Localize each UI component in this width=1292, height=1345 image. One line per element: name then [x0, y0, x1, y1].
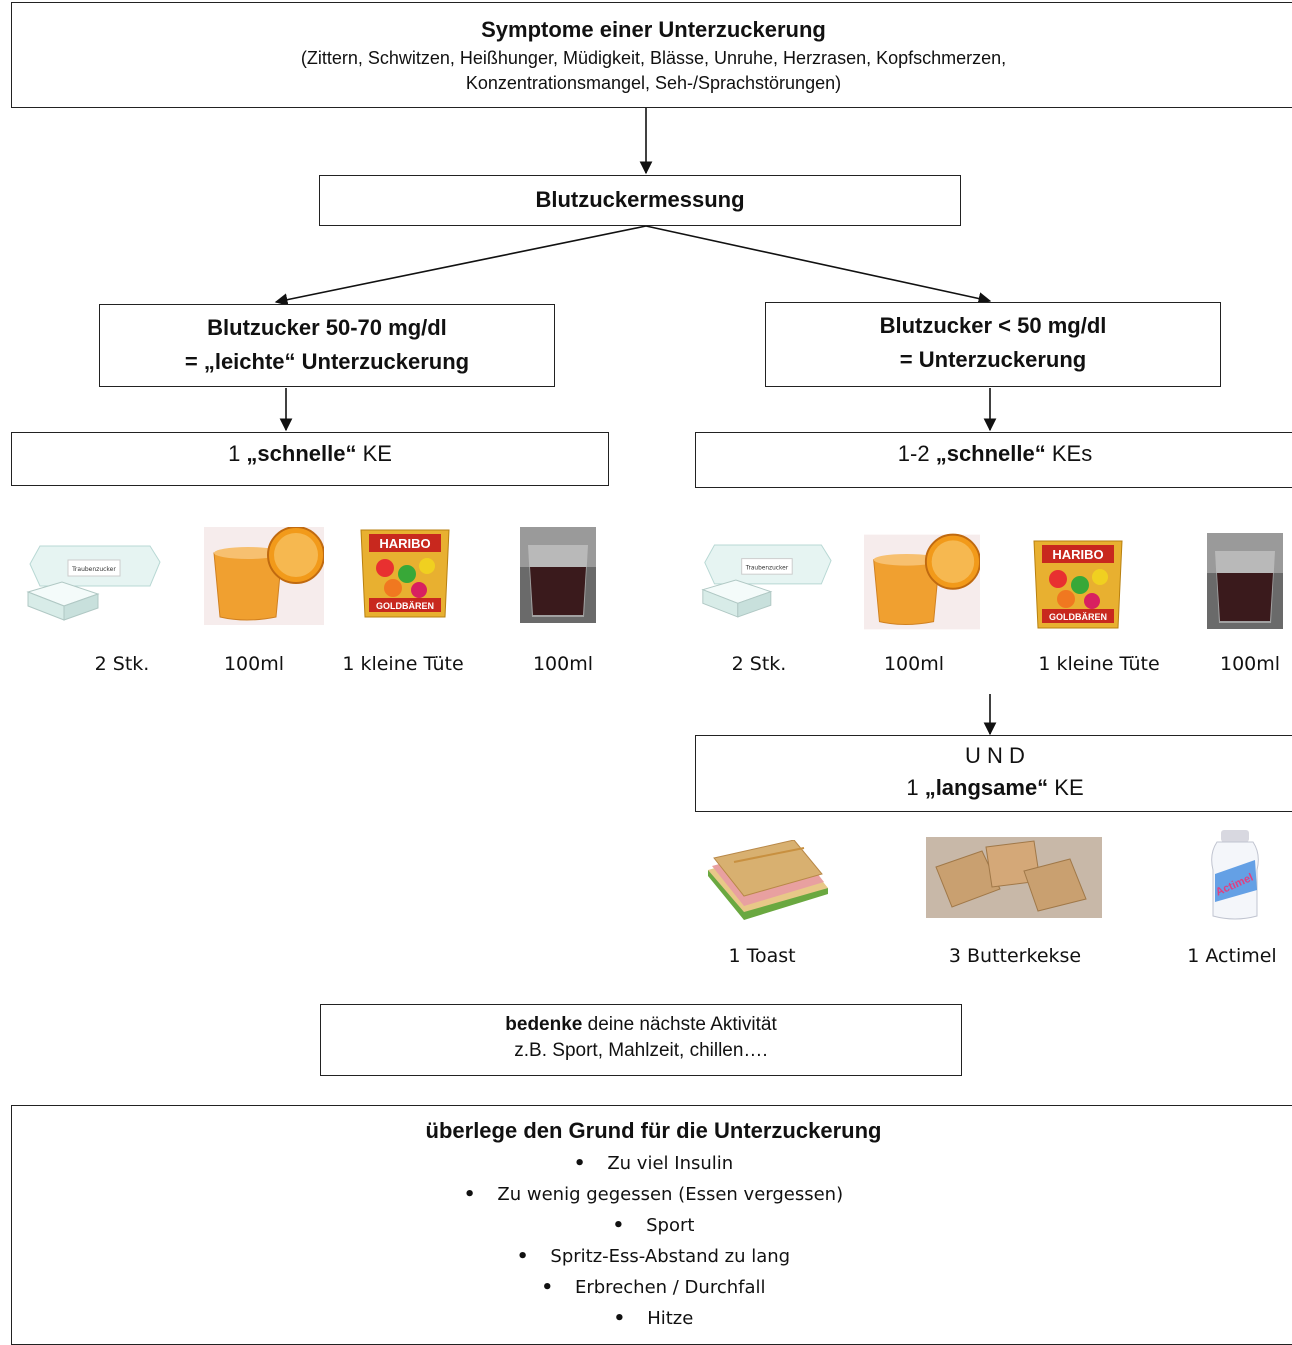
hypo-box: Blutzucker < 50 mg/dl = Unterzuckerung: [765, 302, 1221, 387]
svg-text:GOLDBÄREN: GOLDBÄREN: [376, 601, 434, 611]
reason-item: Sport: [12, 1210, 1292, 1241]
activity-box: bedenke deine nächste Aktivität z.B. Spo…: [320, 1004, 962, 1076]
svg-text:HARIBO: HARIBO: [379, 536, 430, 551]
measurement-box: Blutzuckermessung: [319, 175, 961, 226]
activity-line2: z.B. Sport, Mahlzeit, chillen….: [514, 1040, 768, 1061]
toast-label: 1 Toast: [728, 945, 796, 967]
reason-item: Spritz-Ess-Abstand zu lang: [12, 1241, 1292, 1272]
right-fast-ke-label: 1-2 „schnelle“ KEs: [897, 441, 1093, 466]
reason-item: Zu viel Insulin: [12, 1148, 1292, 1179]
left-fast-ke-box: 1 „schnelle“ KE: [11, 432, 609, 486]
reason-item: Hitze: [12, 1303, 1292, 1334]
toast-item: [704, 839, 832, 925]
hypo-line2: = Unterzuckerung: [899, 347, 1087, 372]
left-dextrose-item: Traubenzucker: [22, 540, 162, 629]
slow-ke-label: 1 „langsame“ KE: [906, 775, 1084, 800]
actimel-item: Actimel: [1207, 830, 1263, 927]
biscuits-item: [926, 837, 1102, 923]
symptoms-line2: Konzentrationsmangel, Seh-/Sprachstörung…: [465, 73, 842, 93]
gummy-bears-icon: HARIBO GOLDBÄREN: [1033, 540, 1123, 629]
left-cola-label: 100ml: [532, 653, 594, 675]
right-cola-item: [1207, 533, 1283, 634]
dextrose-tablet-icon: Traubenzucker: [26, 545, 161, 621]
actimel-bottle-icon: Actimel: [1211, 830, 1259, 920]
measurement-label: Blutzuckermessung: [535, 187, 745, 212]
left-cola-item: [520, 527, 596, 628]
reasons-list: Zu viel Insulin Zu wenig gegessen (Essen…: [12, 1148, 1292, 1334]
orange-juice-icon: [204, 526, 325, 625]
right-cola-label: 100ml: [1220, 653, 1281, 675]
svg-text:GOLDBÄREN: GOLDBÄREN: [1049, 612, 1107, 622]
activity-line1: bedenke deine nächste Aktivität: [505, 1014, 777, 1035]
reasons-title: überlege den Grund für die Unterzuckerun…: [425, 1118, 882, 1143]
svg-text:HARIBO: HARIBO: [1052, 547, 1103, 562]
symptoms-title: Symptome einer Unterzuckerung: [481, 17, 826, 42]
symptoms-box: Symptome einer Unterzuckerung (Zittern, …: [11, 2, 1292, 108]
gummy-bears-icon: HARIBO GOLDBÄREN: [360, 529, 450, 618]
mild-hypo-box: Blutzucker 50-70 mg/dl = „leichte“ Unter…: [99, 304, 555, 387]
left-fast-ke-label: 1 „schnelle“ KE: [228, 441, 392, 466]
arrow-measurement-to-right: [645, 225, 992, 305]
left-haribo-item: HARIBO GOLDBÄREN: [357, 526, 453, 626]
right-juice-label: 100ml: [883, 653, 945, 675]
und-slow-ke-box: U N D 1 „langsame“ KE: [695, 735, 1292, 812]
right-dextrose-label: 2 Stk.: [731, 653, 787, 675]
right-dextrose-item: Traubenzucker: [697, 538, 833, 627]
left-juice-label: 100ml: [223, 653, 285, 675]
arrow-measurement-to-left: [274, 225, 647, 306]
svg-text:Traubenzucker: Traubenzucker: [71, 566, 116, 573]
cola-glass-icon: [520, 527, 596, 623]
butter-biscuits-icon: [926, 837, 1102, 918]
mild-hypo-line2: = „leichte“ Unterzuckerung: [184, 349, 470, 374]
right-haribo-label: 1 kleine Tüte: [1038, 653, 1160, 675]
right-juice-item: [864, 533, 981, 636]
right-haribo-item: HARIBO GOLDBÄREN: [1030, 537, 1126, 637]
orange-juice-icon: [864, 533, 981, 630]
left-juice-item: [204, 526, 325, 630]
symptoms-line1: (Zittern, Schwitzen, Heißhunger, Müdigke…: [300, 48, 1007, 68]
mild-hypo-line1: Blutzucker 50-70 mg/dl: [207, 315, 447, 340]
reason-item: Zu wenig gegessen (Essen vergessen): [12, 1179, 1292, 1210]
reason-item: Erbrechen / Durchfall: [12, 1272, 1292, 1303]
svg-text:Traubenzucker: Traubenzucker: [745, 565, 789, 571]
actimel-label: 1 Actimel: [1187, 945, 1277, 967]
right-fast-ke-box: 1-2 „schnelle“ KEs: [695, 432, 1292, 488]
sandwich-icon: [708, 839, 828, 920]
reasons-box: überlege den Grund für die Unterzuckerun…: [11, 1105, 1292, 1345]
dextrose-tablet-icon: Traubenzucker: [701, 544, 832, 618]
biscuits-label: 3 Butterkekse: [948, 945, 1082, 967]
left-dextrose-label: 2 Stk.: [94, 653, 150, 675]
und-label: U N D: [965, 743, 1025, 768]
left-haribo-label: 1 kleine Tüte: [342, 653, 464, 675]
hypo-line1: Blutzucker < 50 mg/dl: [879, 313, 1107, 338]
cola-glass-icon: [1207, 533, 1283, 629]
